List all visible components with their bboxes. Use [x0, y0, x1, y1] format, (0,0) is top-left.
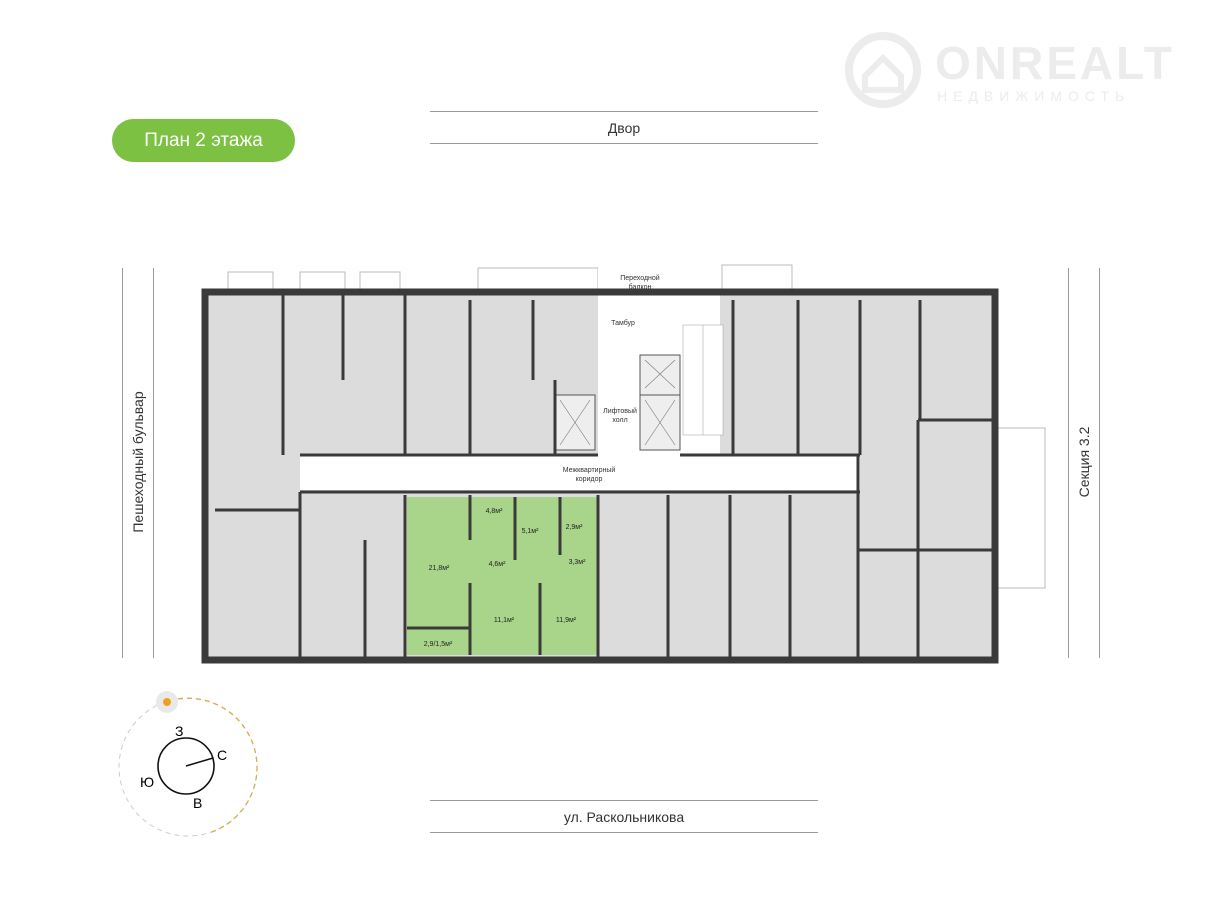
corridor-label: коридор [576, 476, 603, 483]
room-area: 5,1м² [522, 528, 540, 535]
compass: З С Ю В [118, 691, 258, 837]
compass-west: З [175, 723, 183, 739]
room-area: 2,9м² [566, 524, 584, 531]
room-area: 4,6м² [489, 561, 507, 568]
divider [430, 832, 818, 833]
elevator-hall-label: Лифтовый [603, 407, 637, 415]
floor-title-badge: План 2 этажа [112, 119, 295, 162]
house-logo-icon [845, 32, 921, 108]
divider [122, 268, 123, 658]
divider [430, 800, 818, 801]
divider [430, 143, 818, 144]
passage-balcony-label: балкон [629, 283, 652, 291]
watermark-brand: ONREALT [935, 37, 1175, 89]
street-top-label: Двор [607, 120, 641, 136]
elevator-hall-label: холл [612, 417, 627, 424]
room-area: 4,8м² [486, 508, 504, 515]
room-area: 21,8м² [429, 565, 450, 572]
divider [1068, 268, 1069, 658]
room-area: 2,9/1,5м² [424, 641, 453, 648]
compass-east: В [193, 795, 202, 811]
divider [430, 111, 818, 112]
divider [153, 268, 154, 658]
room-area: 11,1м² [494, 617, 515, 624]
divider [1099, 268, 1100, 658]
passage-balcony-label: Переходной [620, 274, 660, 282]
watermark-subtitle: НЕДВИЖИМОСТЬ [937, 88, 1131, 104]
room-area: 11,9м² [556, 617, 577, 624]
corridor-label: Межквартирный [563, 466, 616, 474]
street-bottom-label: ул. Раскольникова [563, 809, 685, 825]
selected-apartment[interactable] [407, 497, 598, 655]
compass-south: Ю [140, 774, 154, 790]
room-area: 3,3м² [569, 559, 587, 566]
vestibule-label: Тамбур [611, 319, 635, 327]
compass-north: С [217, 747, 227, 763]
